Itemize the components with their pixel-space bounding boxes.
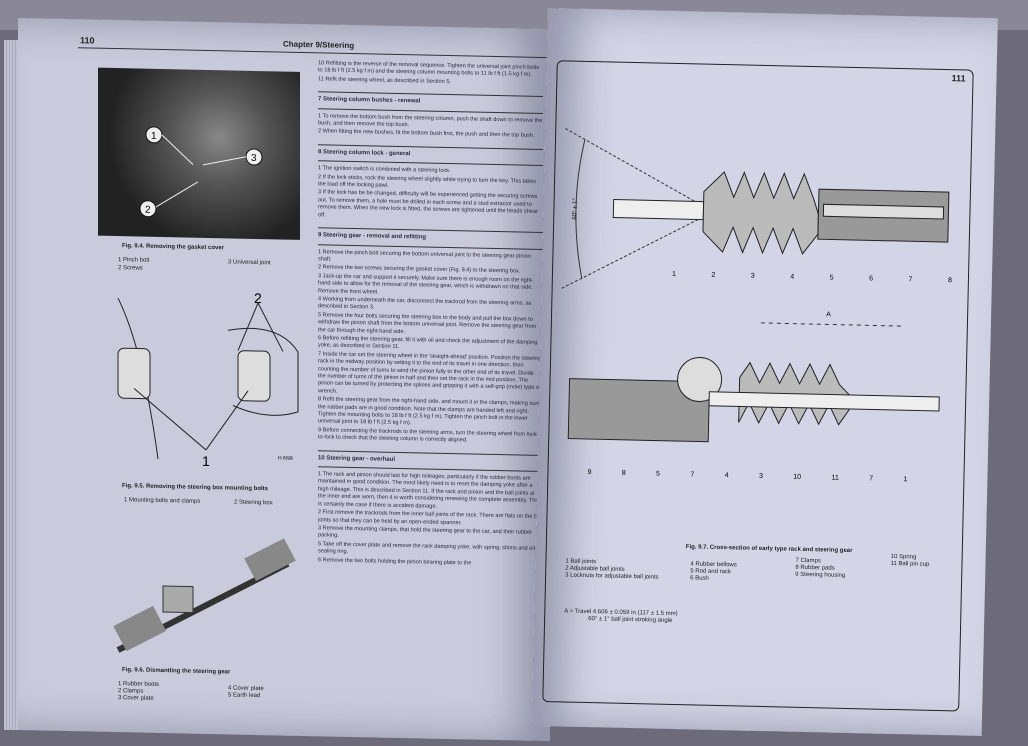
svg-text:2: 2 xyxy=(145,205,151,216)
page-number: 110 xyxy=(80,35,95,46)
svg-text:2: 2 xyxy=(254,290,262,306)
paragraph: 3 Jack-up the car and support it securel… xyxy=(318,273,534,296)
fig97-drawing: 60° ± 1° A xyxy=(561,127,950,443)
section-heading: 9 Steering gear - removal and refitting xyxy=(318,227,543,250)
svg-text:1: 1 xyxy=(202,453,210,469)
paragraph: 5 Remove the four bolts securing the ste… xyxy=(318,312,537,335)
fig96-caption: Fig. 9.6. Dismantling the steering gear xyxy=(122,667,231,676)
fig94-callouts: 1 2 3 xyxy=(139,126,263,218)
fig94-item: 2 Screws xyxy=(118,265,143,272)
left-page: 110 Chapter 9/Steering 1 2 3 Fig. 9.4. R… xyxy=(18,18,550,742)
svg-text:3: 3 xyxy=(251,153,257,164)
fig94-photo: 1 2 3 xyxy=(98,67,300,240)
fig96-item: 5 Earth lead xyxy=(228,692,261,700)
section-heading: 10 Steering gear - overhaul xyxy=(318,449,543,473)
paragraph: 3 If the lock has be be changed, difficu… xyxy=(318,189,538,219)
svg-text:60° ± 1°: 60° ± 1° xyxy=(572,198,578,220)
paragraph: 1 The rack and pinion should last for hi… xyxy=(318,471,540,510)
fig96-item: 3 Cover plate xyxy=(118,695,154,702)
fig95-drawing: 1 2 H 6/98 xyxy=(117,290,299,469)
svg-text:1: 1 xyxy=(151,131,157,142)
text-column: 10 Refitting is the reverse of the remov… xyxy=(318,60,543,570)
fig96-drawing xyxy=(113,538,296,653)
fig95-item: 1 Mounting bolts and clamps xyxy=(124,497,201,505)
svg-text:H 6/98: H 6/98 xyxy=(278,455,293,461)
paragraph: 7 Inside the car set the steering wheel … xyxy=(318,351,542,395)
fig97-note: A = Travel 4.606 ± 0.059 in (117 ± 1.5 m… xyxy=(564,608,678,624)
page-number: 111 xyxy=(951,73,966,84)
page-edges xyxy=(4,40,20,730)
svg-text:A: A xyxy=(826,311,831,318)
fig95-item: 2 Steering box xyxy=(234,499,273,507)
fig95-caption: Fig. 9.5. Removing the steering box moun… xyxy=(122,483,269,493)
section-heading: 7 Steering column bushes - renewal xyxy=(318,91,543,114)
fig94-caption: Fig. 9.4. Removing the gasket cover xyxy=(122,243,225,252)
fig94-item: 3 Universal joint xyxy=(228,259,271,267)
paragraph: 8 Refit the steering gear from the right… xyxy=(318,396,541,427)
section-heading: 8 Steering column lock - general xyxy=(318,144,543,167)
running-head: Chapter 9/Steering xyxy=(283,39,355,51)
